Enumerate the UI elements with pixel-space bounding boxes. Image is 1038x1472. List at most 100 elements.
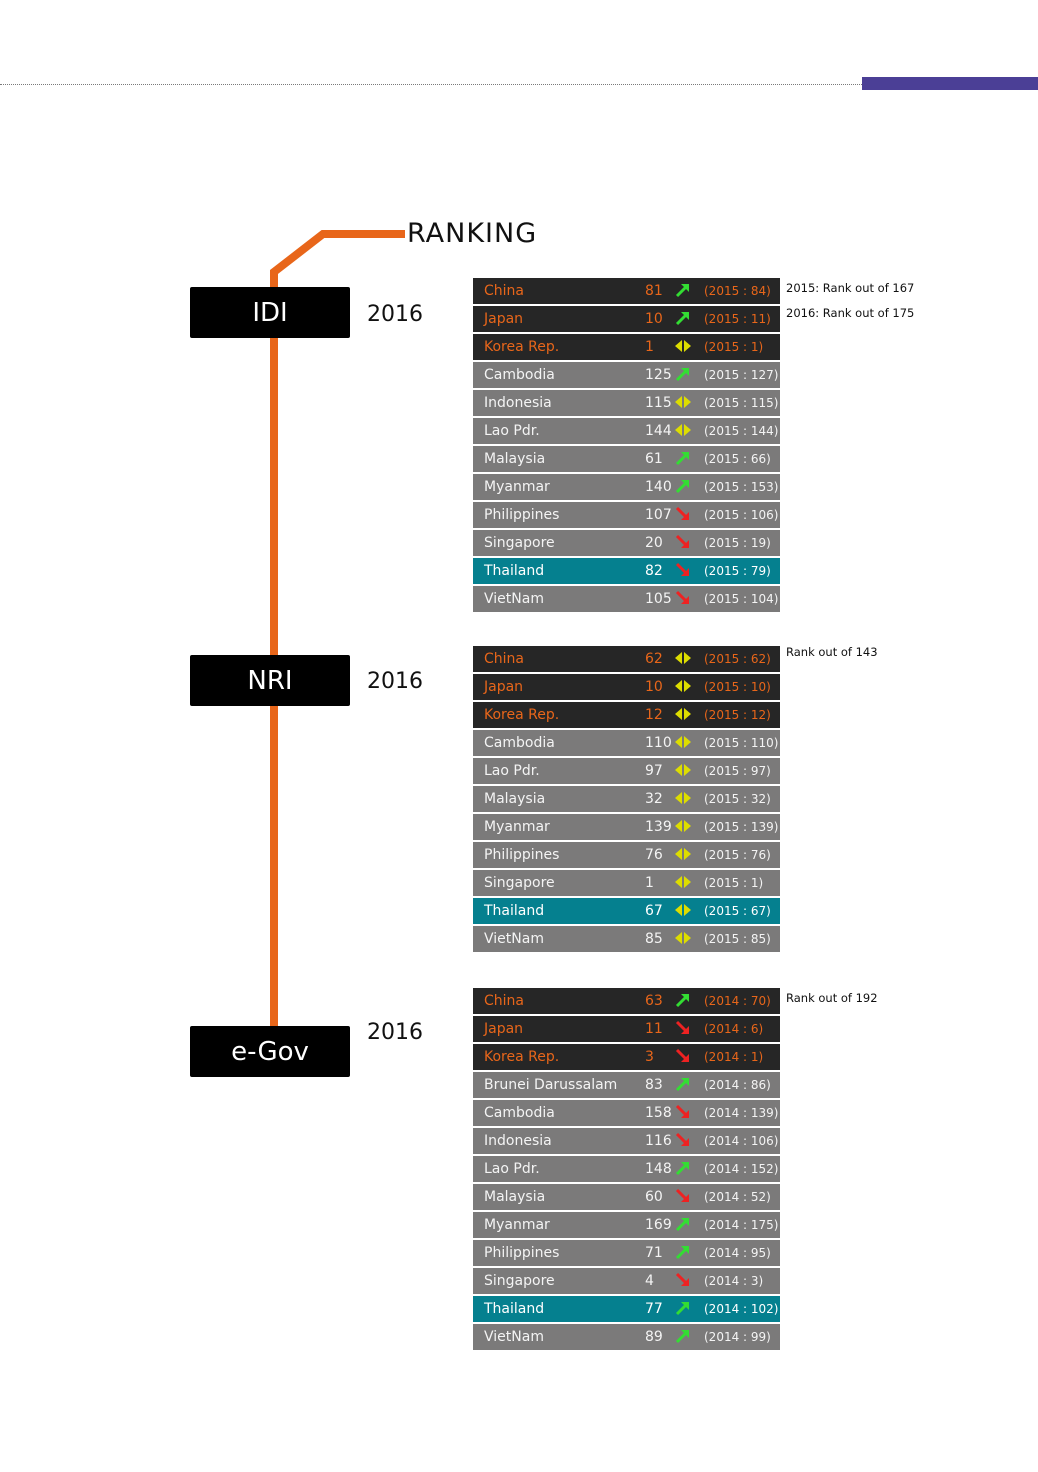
arrow-up-icon [674,365,692,383]
rank-value: 20 [645,535,663,551]
country-name: Japan [484,311,524,327]
table-row: Lao Pdr.148(2014 : 152) [473,1156,780,1182]
country-name: Lao Pdr. [484,763,540,779]
rank-value: 169 [645,1217,672,1233]
previous-rank: (2015 : 10) [704,680,771,694]
arrow-down-icon [674,1271,692,1289]
previous-rank: (2015 : 1) [704,340,764,354]
previous-rank: (2015 : 12) [704,708,771,722]
arrow-up-icon [674,281,692,299]
previous-rank: (2014 : 6) [704,1022,764,1036]
table-row: Korea Rep. 12 (2015 : 12) [473,702,780,728]
rank-value: 107 [645,507,672,523]
previous-rank: (2014 : 175) [704,1218,779,1232]
idi-note-2016: 2016: Rank out of 175 [786,306,915,320]
country-name: Singapore [484,1273,555,1289]
arrow-up-icon [674,1075,692,1093]
previous-rank: (2015 : 1) [704,876,764,890]
previous-rank: (2015 : 115) [704,396,779,410]
egov-note: Rank out of 192 [786,991,878,1005]
country-name: Thailand [484,1301,545,1317]
previous-rank: (2015 : 76) [704,848,771,862]
country-name: Korea Rep. [484,1049,560,1065]
country-name: Malaysia [484,1189,546,1205]
rank-value: 82 [645,563,663,579]
rank-value: 62 [645,651,663,667]
rank-value: 83 [645,1077,663,1093]
arrow-unchanged-icon [674,677,692,695]
rank-value: 71 [645,1245,663,1261]
previous-rank: (2015 : 32) [704,792,771,806]
country-name: Korea Rep. [484,707,560,723]
previous-rank: (2015 : 19) [704,536,771,550]
header-dotted-rule [0,84,862,85]
header-accent-bar [862,77,1038,90]
arrow-unchanged-icon [674,337,692,355]
rank-value: 158 [645,1105,672,1121]
rank-value: 140 [645,479,672,495]
previous-rank: (2015 : 67) [704,904,771,918]
arrow-down-icon [674,589,692,607]
rank-value: 85 [645,931,663,947]
arrow-down-icon [674,1047,692,1065]
rank-value: 32 [645,791,663,807]
rank-value: 12 [645,707,663,723]
arrow-up-icon [674,309,692,327]
arrow-up-icon [674,477,692,495]
table-row: Lao Pdr.97(2015 : 97) [473,758,780,784]
rank-value: 10 [645,679,663,695]
arrow-up-icon [674,1299,692,1317]
country-name: Korea Rep. [484,339,560,355]
previous-rank: (2014 : 102) [704,1302,779,1316]
previous-rank: (2014 : 3) [704,1274,764,1288]
previous-rank: (2015 : 79) [704,564,771,578]
arrow-unchanged-icon [674,393,692,411]
previous-rank: (2014 : 152) [704,1162,779,1176]
previous-rank: (2014 : 95) [704,1246,771,1260]
country-name: Philippines [484,507,560,523]
idi-note-2015: 2015: Rank out of 167 [786,281,915,295]
previous-rank: (2014 : 106) [704,1134,779,1148]
previous-rank: (2015 : 110) [704,736,779,750]
previous-rank: (2014 : 86) [704,1078,771,1092]
country-name: China [484,993,524,1009]
rank-value: 105 [645,591,672,607]
arrow-up-icon [674,1215,692,1233]
arrow-up-icon [674,1243,692,1261]
rank-value: 61 [645,451,663,467]
rank-value: 76 [645,847,663,863]
arrow-unchanged-icon [674,733,692,751]
arrow-down-icon [674,1103,692,1121]
arrow-down-icon [674,1131,692,1149]
country-name: China [484,651,524,667]
rank-value: 1 [645,875,654,891]
previous-rank: (2015 : 106) [704,508,779,522]
country-name: Cambodia [484,367,555,383]
country-name: Japan [484,1021,524,1037]
table-row: Lao Pdr.144(2015 : 144) [473,418,780,444]
table-row: Korea Rep. 1 (2015 : 1) [473,334,780,360]
previous-rank: (2014 : 99) [704,1330,771,1344]
previous-rank: (2014 : 70) [704,994,771,1008]
arrow-up-icon [674,449,692,467]
previous-rank: (2015 : 139) [704,820,779,834]
nri-note: Rank out of 143 [786,645,878,659]
rank-value: 1 [645,339,654,355]
idi-label-box: IDI [190,287,350,338]
arrow-unchanged-icon [674,649,692,667]
